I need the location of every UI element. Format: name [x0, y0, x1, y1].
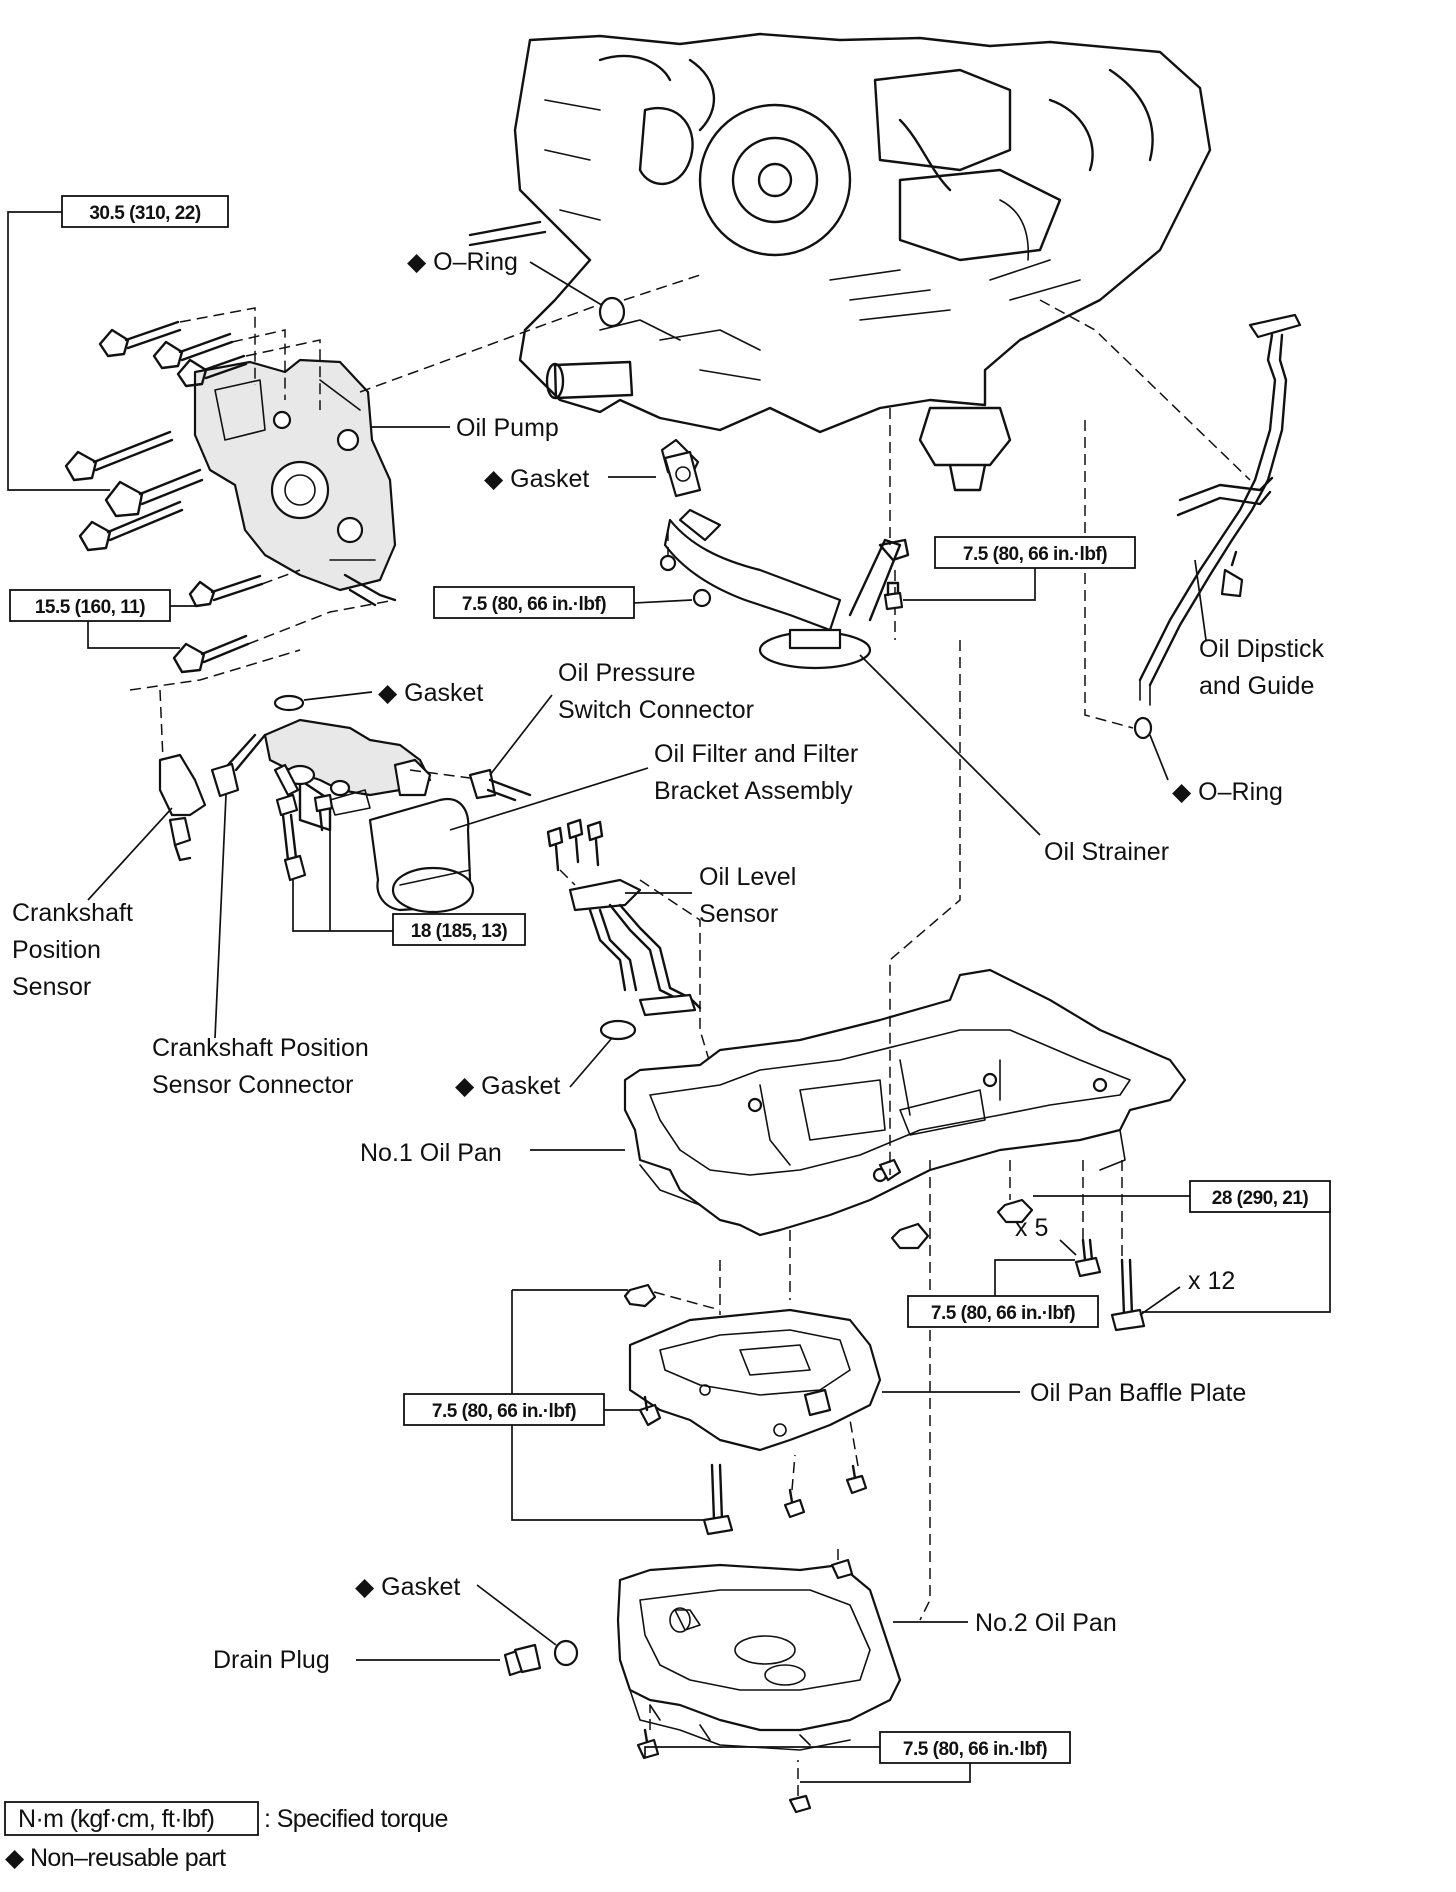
- label-oil-pressure-switch-2: Switch Connector: [558, 696, 754, 724]
- label-no2-oil-pan: No.2 Oil Pan: [975, 1609, 1117, 1637]
- drain-gasket: [553, 1639, 579, 1667]
- label-oil-dipstick-2: and Guide: [1199, 672, 1314, 700]
- torque-spec-pan1-nuts: 28 (290, 21): [1189, 1180, 1331, 1213]
- svg-text:7.5 (80, 66 in.·lbf): 7.5 (80, 66 in.·lbf): [903, 1739, 1047, 1760]
- label-crankshaft-connector: Crankshaft Position: [152, 1034, 369, 1062]
- label-o-ring-top: ◆ O–Ring: [407, 248, 518, 276]
- svg-text:30.5 (310, 22): 30.5 (310, 22): [89, 203, 200, 224]
- label-crankshaft-sensor-3: Sensor: [12, 973, 91, 1001]
- legend-unit-box: [4, 1801, 259, 1836]
- torque-spec-strainer-left: 7.5 (80, 66 in.·lbf): [433, 586, 635, 619]
- pump-bolt: [172, 634, 250, 674]
- label-oil-filter: Oil Filter and Filter: [654, 740, 858, 768]
- label-x12: x 12: [1188, 1267, 1235, 1295]
- svg-text:7.5 (80, 66 in.·lbf): 7.5 (80, 66 in.·lbf): [432, 1401, 576, 1422]
- label-x5: x 5: [1015, 1214, 1048, 1242]
- strainer-bolt: [883, 581, 904, 611]
- label-oil-dipstick: Oil Dipstick: [1199, 635, 1325, 663]
- svg-text:7.5 (80, 66 in.·lbf): 7.5 (80, 66 in.·lbf): [462, 594, 606, 615]
- label-oil-level-sensor-2: Sensor: [699, 900, 778, 928]
- filter-gasket: [273, 694, 305, 712]
- torque-spec-baffle: 7.5 (80, 66 in.·lbf): [403, 1393, 605, 1426]
- engine-block: [468, 32, 1212, 492]
- svg-text:28 (290, 21): 28 (290, 21): [1212, 1188, 1309, 1209]
- label-gasket-strainer: ◆ Gasket: [484, 465, 589, 493]
- o-ring-top: [598, 296, 626, 328]
- no1-oil-pan: [623, 968, 1187, 1332]
- label-crankshaft-sensor-2: Position: [12, 936, 101, 964]
- oil-strainer: [659, 438, 910, 670]
- filter-bolt: [275, 793, 307, 882]
- label-oil-level-sensor: Oil Level: [699, 863, 796, 891]
- crankshaft-position-sensor: [129, 649, 301, 862]
- pump-bolt: [98, 320, 182, 358]
- drain-plug: [503, 1643, 542, 1677]
- oil-pan-baffle-plate: [623, 1230, 882, 1536]
- no2-oil-pan: [616, 1545, 902, 1814]
- legend-specified-torque: : Specified torque: [264, 1805, 448, 1833]
- oil-level-sensor: [546, 818, 719, 1091]
- filter-bolt: [313, 793, 334, 832]
- label-oil-pan-baffle-plate: Oil Pan Baffle Plate: [1030, 1379, 1246, 1407]
- legend-non-reusable: ◆ Non–reusable part: [5, 1844, 226, 1872]
- legend: N·m (kgf·cm, ft·lbf) : Specified torque …: [4, 1801, 448, 1872]
- pump-bolt: [78, 500, 184, 552]
- label-oil-strainer: Oil Strainer: [1044, 838, 1169, 866]
- pump-bolt: [152, 332, 234, 370]
- svg-text:18 (185, 13): 18 (185, 13): [411, 921, 508, 942]
- torque-spec-pan1-bolts: 7.5 (80, 66 in.·lbf): [907, 1295, 1099, 1328]
- svg-text:7.5 (80, 66 in.·lbf): 7.5 (80, 66 in.·lbf): [963, 544, 1107, 565]
- crankshaft-position-sensor-connector: [210, 733, 267, 798]
- label-crankshaft-connector-2: Sensor Connector: [152, 1071, 354, 1099]
- torque-spec-pump-upper: 30.5 (310, 22): [61, 195, 229, 228]
- label-o-ring-dipstick: ◆ O–Ring: [1172, 778, 1283, 806]
- label-gasket-filter: ◆ Gasket: [378, 679, 483, 707]
- torque-spec-pan2: 7.5 (80, 66 in.·lbf): [879, 1731, 1071, 1764]
- pump-bolt: [104, 468, 204, 518]
- label-gasket-level: ◆ Gasket: [455, 1072, 560, 1100]
- label-gasket-drain: ◆ Gasket: [355, 1573, 460, 1601]
- torque-spec-filter-bracket: 18 (185, 13): [392, 913, 526, 946]
- pump-bolt: [188, 574, 264, 608]
- pump-bolt: [64, 430, 174, 482]
- label-oil-pump: Oil Pump: [456, 414, 559, 442]
- pump-bolt: [176, 354, 248, 388]
- label-oil-pressure-switch: Oil Pressure: [558, 659, 696, 687]
- oil-dipstick: [1039, 299, 1302, 740]
- svg-text:7.5 (80, 66 in.·lbf): 7.5 (80, 66 in.·lbf): [931, 1303, 1075, 1324]
- legend-unit-text: N·m (kgf·cm, ft·lbf): [18, 1805, 214, 1833]
- label-drain-plug: Drain Plug: [213, 1646, 330, 1674]
- strainer-gasket: [663, 450, 702, 498]
- label-oil-filter-2: Bracket Assembly: [654, 777, 853, 805]
- leader-lines: [7, 211, 1331, 1783]
- oil-pump: [64, 299, 613, 674]
- svg-text:15.5 (160, 11): 15.5 (160, 11): [35, 597, 145, 618]
- label-crankshaft-sensor: Crankshaft: [12, 899, 133, 927]
- torque-spec-pump-lower: 15.5 (160, 11): [9, 589, 171, 622]
- oil-filter-bracket: [263, 718, 532, 914]
- label-no1-oil-pan: No.1 Oil Pan: [360, 1139, 502, 1167]
- torque-spec-strainer-right: 7.5 (80, 66 in.·lbf): [934, 536, 1136, 569]
